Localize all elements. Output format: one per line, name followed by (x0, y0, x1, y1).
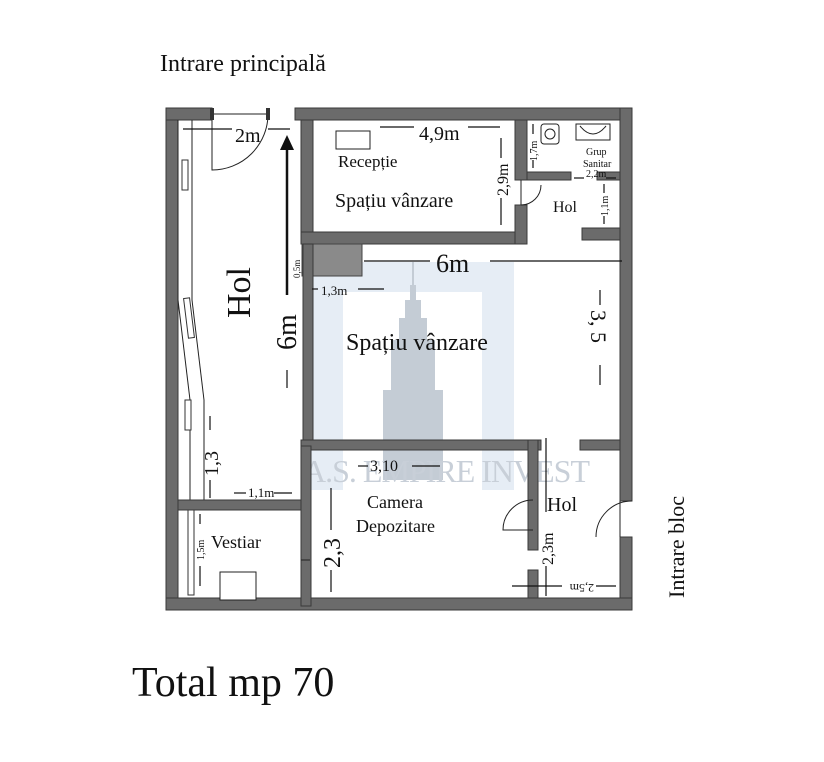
dim-sanitary-width-label: 2,2m (586, 169, 607, 180)
dim-hall-small: 1,1m (600, 184, 611, 224)
dim-left-lower-width-label: 1,1m (248, 485, 274, 500)
dim-sales-width-label: 6m (436, 249, 469, 278)
dim-door-width-label: 2m (235, 125, 261, 147)
dim-storage-width: 3,10 (358, 458, 440, 475)
dim-storage-depth: 2,3 (320, 488, 346, 592)
dim-storage-depth-label: 2,3 (320, 538, 346, 568)
dim-hall-bottom-width-label: 2,5m (569, 581, 594, 595)
dim-niche-width: 1,3m (312, 283, 384, 298)
dim-hall-length-label: 6m (272, 314, 303, 350)
hall-bottom-right-label: Hol (547, 494, 577, 516)
storage-door[interactable] (502, 499, 534, 531)
dim-cloakroom-depth: 1,5m (196, 514, 207, 586)
dim-reception-depth: 2,9m (495, 138, 512, 225)
storage-label-2: Depozitare (356, 516, 435, 536)
dim-sanitary-width: 2,2m (574, 169, 616, 180)
block-entrance-label: Intrare bloc (664, 496, 689, 598)
total-area-label: Total mp 70 (132, 660, 334, 706)
dim-door-width: 2m (183, 125, 290, 147)
watermark-text: A.S. EMPIRE INVEST (303, 453, 590, 489)
dim-hall-bottom-depth-label: 2,3m (540, 532, 557, 565)
dim-niche-depth-label: 0,5m (292, 260, 302, 278)
reception-label: Recepție (338, 152, 397, 171)
dim-sales-depth-label: 3, 5 (586, 310, 611, 343)
dim-reception-width-label: 4,9m (419, 123, 460, 145)
sanitary-label-2: Sanitar (583, 159, 612, 170)
watermark: A.S. EMPIRE INVEST (303, 262, 591, 490)
dim-niche-width-label: 1,3m (321, 283, 347, 298)
dim-hall-length: 6m (272, 135, 303, 388)
reception-desk (335, 130, 371, 150)
outer-walls (165, 107, 633, 611)
sales-space-top-label: Spațiu vânzare (335, 190, 453, 212)
storage-label-1: Camera (367, 492, 423, 512)
dim-cloakroom-depth-label: 1,5m (196, 540, 207, 561)
dim-sanitary-depth: 1,7m (529, 124, 540, 168)
cloakroom-bench (219, 571, 257, 601)
dim-left-lower: 1,3 (201, 416, 223, 498)
interior-walls (177, 119, 621, 607)
dim-hall-bottom-width: 2,5m (512, 581, 616, 595)
left-facade (177, 120, 205, 596)
dim-left-lower-width: 1,1m (234, 485, 292, 500)
sanitary-label-1: Grup (586, 147, 607, 158)
hall-right-door[interactable] (595, 500, 633, 538)
dim-reception-width: 4,9m (380, 123, 500, 145)
hall-left-label: Hol (221, 267, 258, 318)
hall-door-top[interactable] (520, 180, 542, 206)
cloakroom-label: Vestiar (211, 532, 261, 552)
dim-reception-depth-label: 2,9m (495, 163, 512, 196)
main-entrance-label: Intrare principală (160, 51, 326, 77)
dim-hall-bottom-depth: 2,3m (540, 438, 557, 596)
dim-sales-depth: 3, 5 (586, 290, 611, 385)
dim-hall-small-label: 1,1m (600, 196, 611, 217)
dim-storage-width-label: 3,10 (370, 458, 398, 475)
skyscraper-icon (383, 262, 443, 480)
main-door[interactable] (210, 108, 270, 171)
sales-space-main-label: Spațiu vânzare (346, 330, 488, 356)
hall-top-right-label: Hol (553, 199, 578, 216)
dim-sales-width: 6m (364, 249, 622, 278)
dim-sanitary-depth-label: 1,7m (529, 141, 540, 162)
dim-niche-depth: 0,5m (292, 260, 302, 278)
dim-left-lower-label: 1,3 (201, 451, 223, 476)
sanitary-fixtures (540, 123, 611, 145)
